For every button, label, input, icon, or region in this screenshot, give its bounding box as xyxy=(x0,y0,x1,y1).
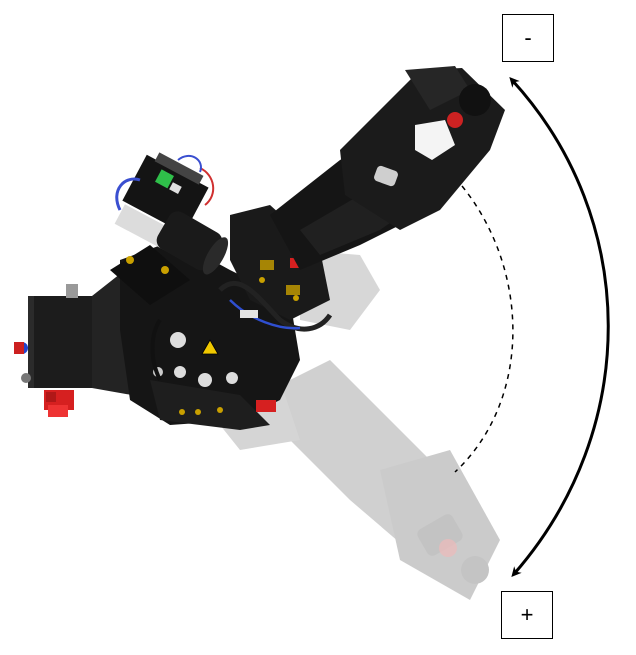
robot-arm-main xyxy=(14,66,505,430)
minus-direction-label: - xyxy=(502,14,554,62)
plus-label-text: + xyxy=(520,602,534,627)
plus-direction-label: + xyxy=(501,591,553,639)
warning-sign-icon xyxy=(201,339,219,355)
dashed-arc-icon xyxy=(454,185,514,473)
rotation-arrow-icon xyxy=(509,77,610,578)
minus-label-text: - xyxy=(524,25,532,50)
